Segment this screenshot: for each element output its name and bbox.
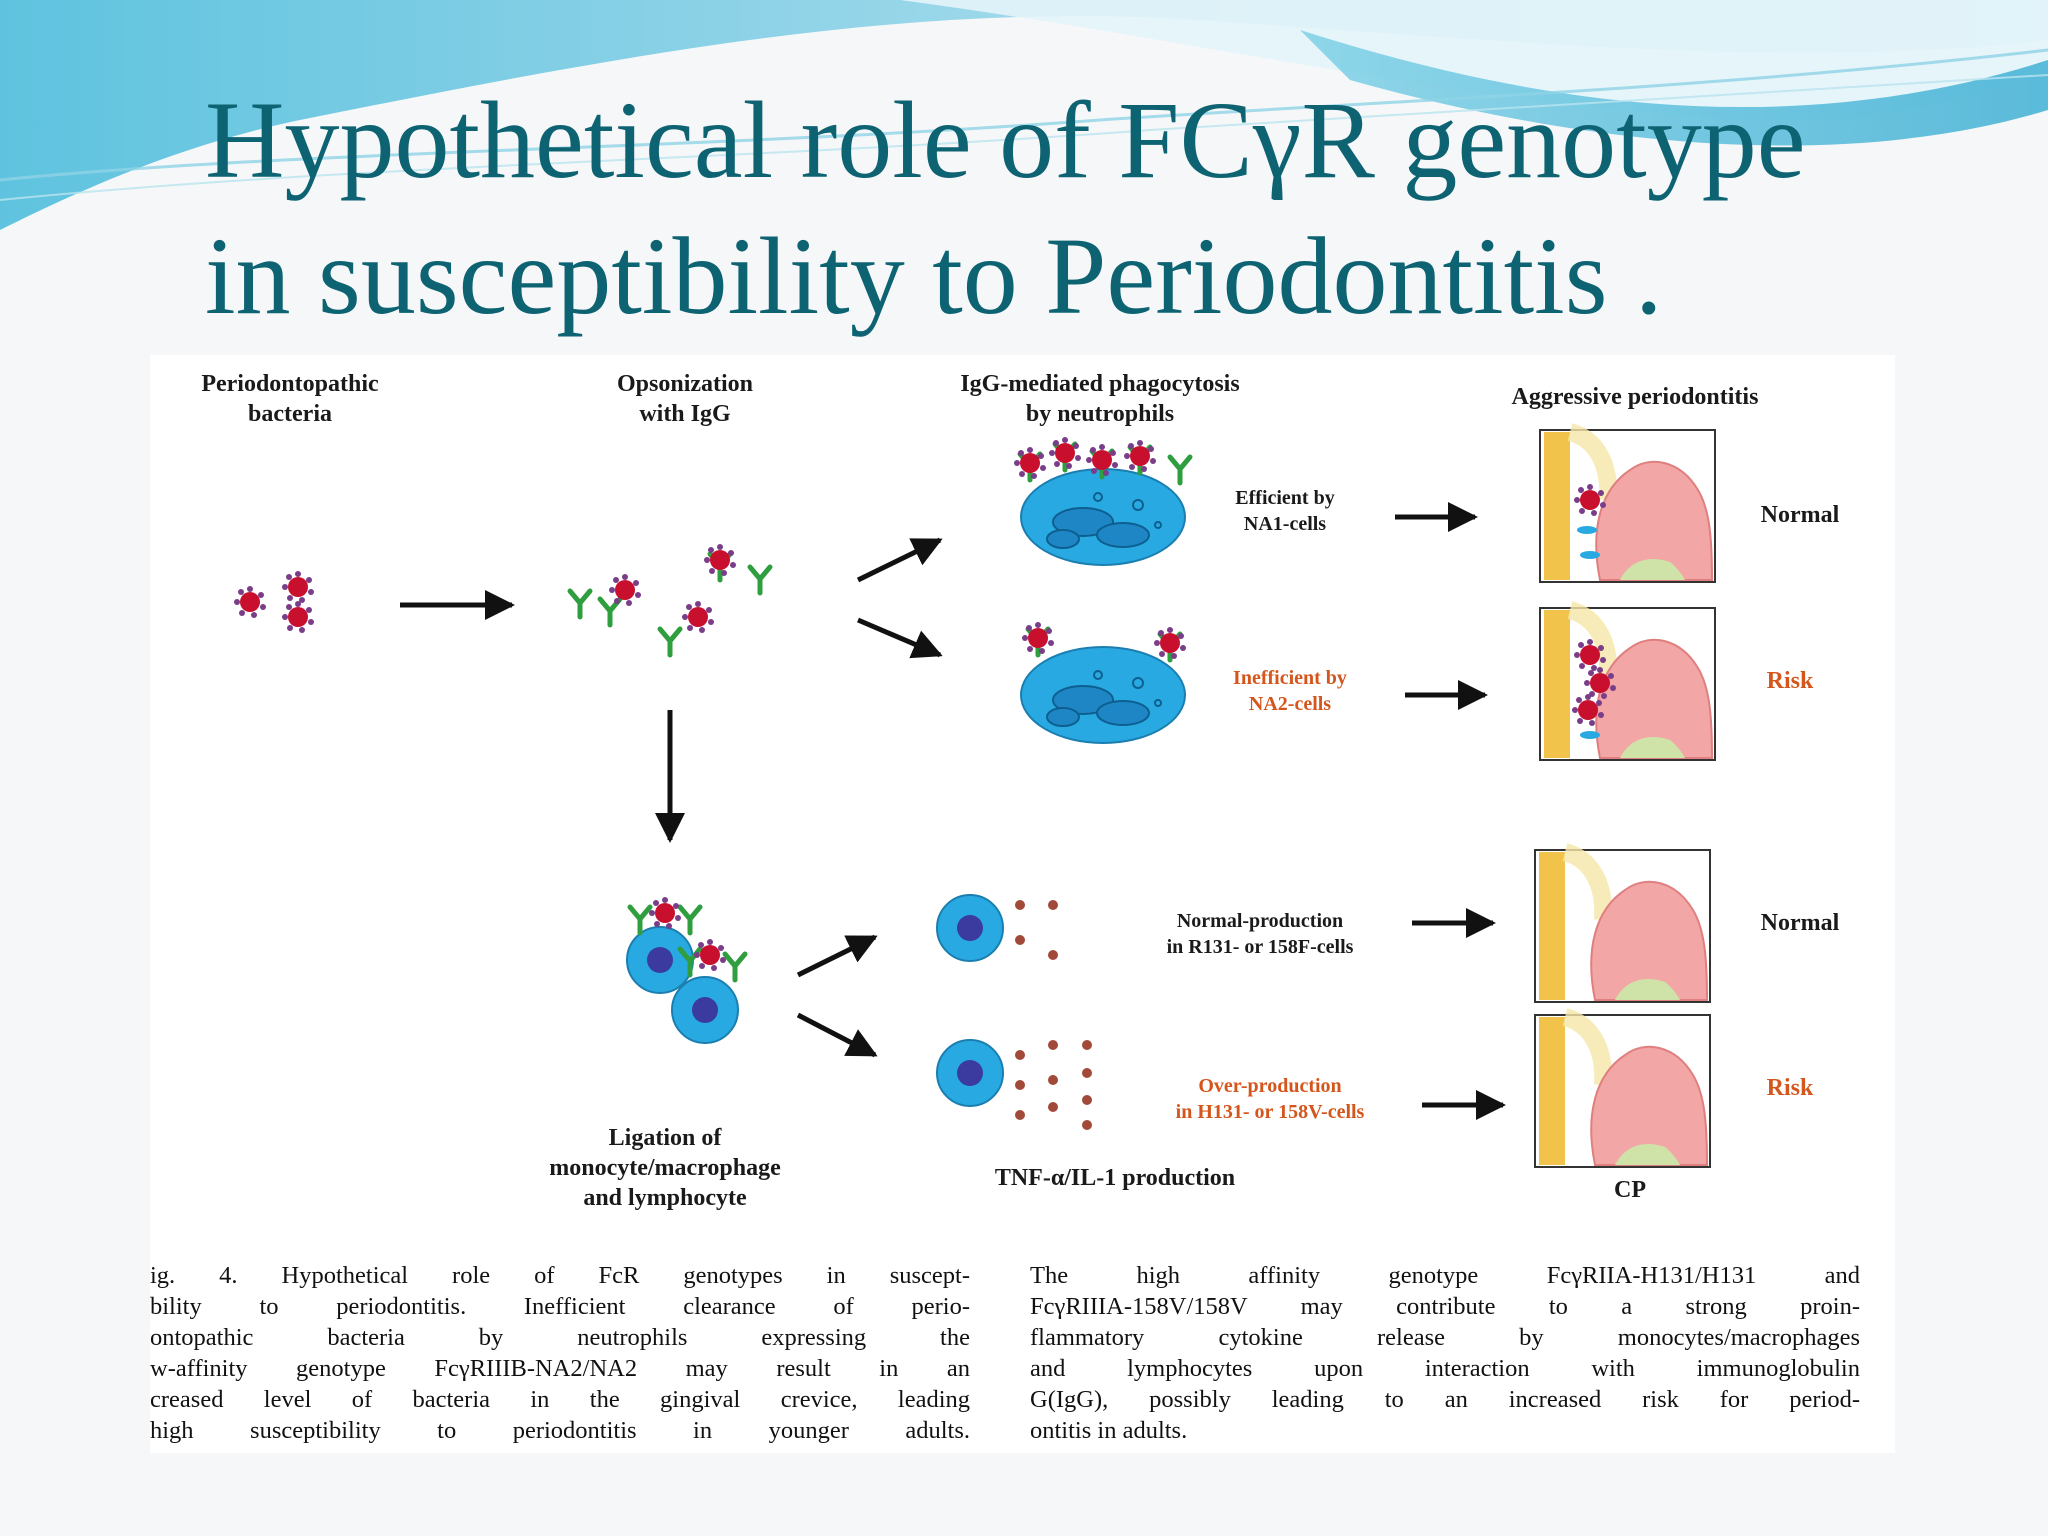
outcome-normal-2: Normal: [1760, 910, 1840, 936]
arrow-to-over-production: [796, 1012, 878, 1058]
slide-title-line-1: Hypothetical role of FCγR genotype: [205, 79, 1806, 201]
caption-left-line: high susceptibility to periodontitis in …: [150, 1417, 970, 1444]
figure-panel: Periodontopathic bacteria Opsonization w…: [150, 355, 1895, 1453]
outcome-normal-1: Normal: [1760, 502, 1840, 528]
tissue-risk-2: [1535, 1015, 1710, 1167]
header-phagocytosis: IgG-mediated phagocytosis by neutrophils: [960, 371, 1240, 427]
caption-left-line: ig. 4. Hypothetical role of FcR genotype…: [150, 1262, 970, 1289]
outcome-risk-2: Risk: [1766, 1075, 1814, 1101]
caption-left-line: bility to periodontitis. Inefficient cle…: [150, 1293, 970, 1320]
caption-right-line: and lymphocytes upon interaction with im…: [1030, 1355, 1860, 1382]
header-bacteria: Periodontopathic bacteria: [201, 371, 379, 427]
caption-left-line: creased level of bacteria in the gingiva…: [150, 1386, 970, 1413]
caption-left: ig. 4. Hypothetical role of FcR genotype…: [150, 1260, 970, 1446]
caption-right-line: FcγRIIIA-158V/158V may contribute to a s…: [1030, 1293, 1860, 1320]
tnf-normal-production-cell: [936, 894, 1058, 962]
arrow-to-inefficient: [857, 617, 943, 659]
tissue-normal-1: [1540, 430, 1715, 582]
caption-right-line: G(IgG), possibly leading to an increased…: [1030, 1386, 1860, 1413]
bacteria-cluster: [234, 571, 314, 633]
label-tnf-production: TNF-α/IL-1 production: [994, 1165, 1236, 1191]
label-inefficient: Inefficient by NA2-cells: [1233, 667, 1347, 715]
caption-left-line: ontopathic bacteria by neutrophils expre…: [150, 1324, 970, 1351]
caption-right: The high affinity genotype FcγRIIA-H131/…: [1030, 1260, 1860, 1446]
monocyte-ligation-cluster: [626, 897, 745, 1044]
tissue-normal-2: [1535, 850, 1710, 1002]
header-opsonization: Opsonization with IgG: [616, 371, 754, 427]
caption-left-line: w-affinity genotype FcγRIIIB-NA2/NA2 may…: [150, 1355, 970, 1382]
caption-right-line: The high affinity genotype FcγRIIA-H131/…: [1030, 1262, 1860, 1289]
label-efficient: Efficient by NA1-cells: [1235, 487, 1335, 535]
tnf-over-production-cell: [936, 1039, 1092, 1130]
label-normal-production: Normal-production in R131- or 158F-cells: [1166, 910, 1354, 958]
neutrophil-efficient: [1014, 437, 1190, 566]
caption-right-line: ontitis in adults.: [1030, 1417, 1188, 1444]
pathway-diagram: [234, 355, 1895, 1255]
slide-title-line-2: in susceptibility to Periodontitis .: [205, 215, 1663, 337]
label-ligation: Ligation of monocyte/macrophage and lymp…: [549, 1125, 781, 1211]
arrow-to-normal-production: [796, 934, 878, 978]
header-aggressive-periodontitis: Aggressive periodontitis: [1511, 384, 1759, 410]
outcome-risk-1: Risk: [1766, 668, 1814, 694]
outcome-cp: CP: [1614, 1177, 1646, 1203]
opsonized-bacteria-cluster: [570, 544, 770, 655]
header-wave-decoration: [0, 0, 2048, 230]
arrow-to-efficient: [856, 537, 943, 583]
slide-title: Hypothetical role of FCγR genotype in su…: [205, 72, 2005, 344]
neutrophil-inefficient: [1020, 622, 1186, 744]
label-over-production: Over-production in H131- or 158V-cells: [1175, 1075, 1365, 1123]
caption-right-line: flammatory cytokine release by monocytes…: [1030, 1324, 1860, 1351]
tissue-risk-1: [1540, 608, 1715, 760]
